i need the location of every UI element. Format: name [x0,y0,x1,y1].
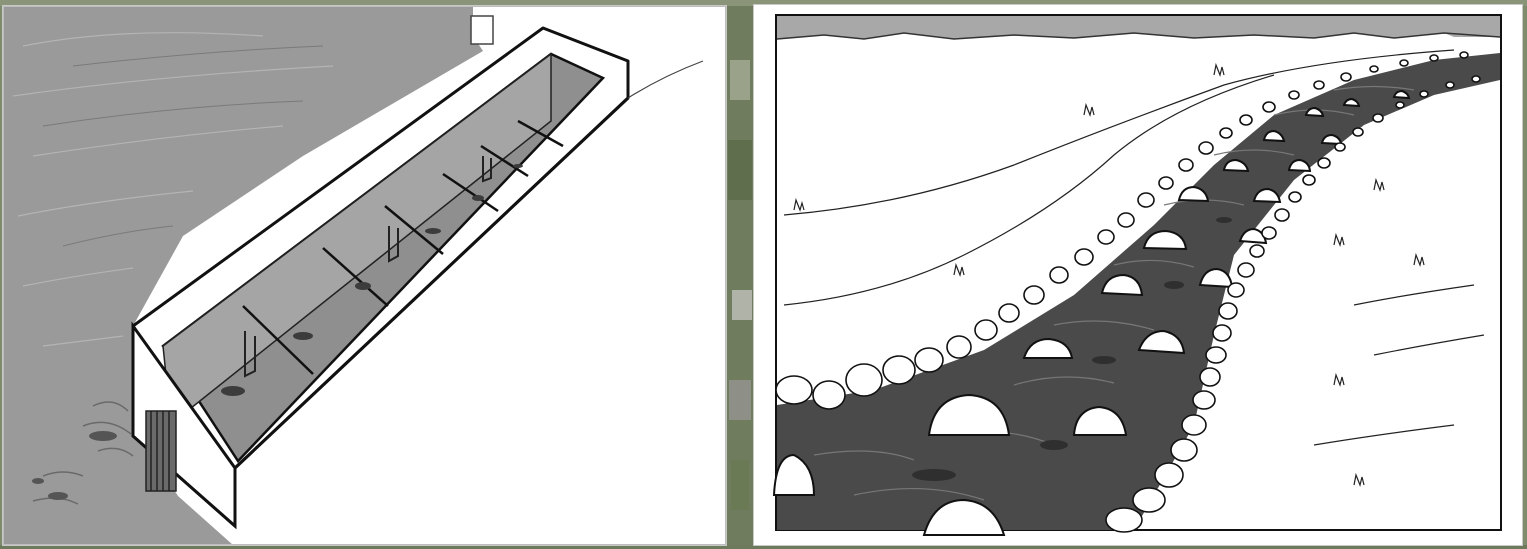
rock-ramp-sketch-panel [754,5,1522,545]
fish-ladder-sketch-panel [3,6,726,545]
fish-ladder-illustration [3,6,726,545]
rock-ramp-illustration [754,5,1522,545]
